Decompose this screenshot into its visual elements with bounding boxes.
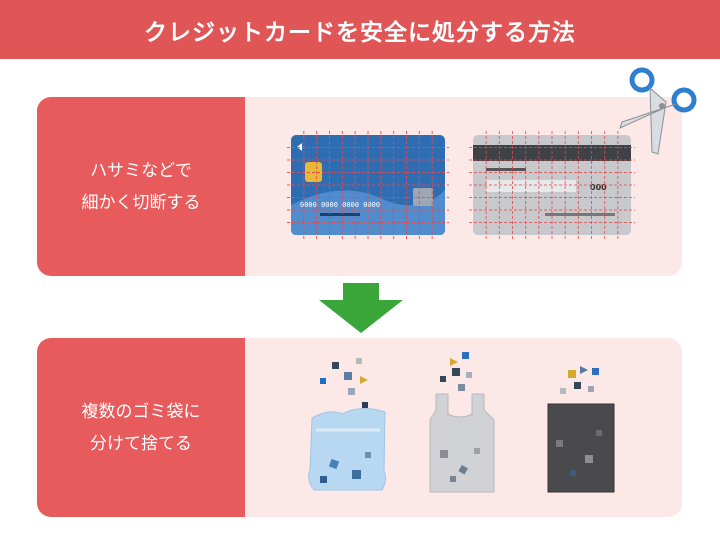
confetti-pieces	[320, 352, 599, 408]
card-number-text: 0000 0000 0000 0000	[300, 201, 380, 209]
step-dispose-line1: 複数のゴミ袋に	[81, 401, 201, 422]
step-dispose-line2: 分けて捨てる	[90, 433, 192, 454]
step-dispose-label: 複数のゴミ袋に 分けて捨てる	[37, 338, 245, 517]
step-cut-line2: 細かく切断する	[81, 192, 201, 213]
arrow-down-icon	[319, 283, 403, 333]
card-back-image: 000	[469, 131, 635, 239]
step-cut-label: ハサミなどで 細かく切断する	[37, 97, 245, 276]
card-front-image: 0000 0000 0000 0000	[287, 131, 449, 239]
card-security-code: 000	[590, 183, 607, 192]
page-title: クレジットカードを安全に処分する方法	[0, 0, 720, 59]
scissors-icon	[619, 67, 697, 155]
clear-trash-bag-icon	[308, 408, 387, 491]
step-cut-line1: ハサミなどで	[90, 160, 192, 181]
dark-trash-bag-icon	[547, 403, 615, 493]
shopping-bag-icon	[429, 393, 495, 493]
